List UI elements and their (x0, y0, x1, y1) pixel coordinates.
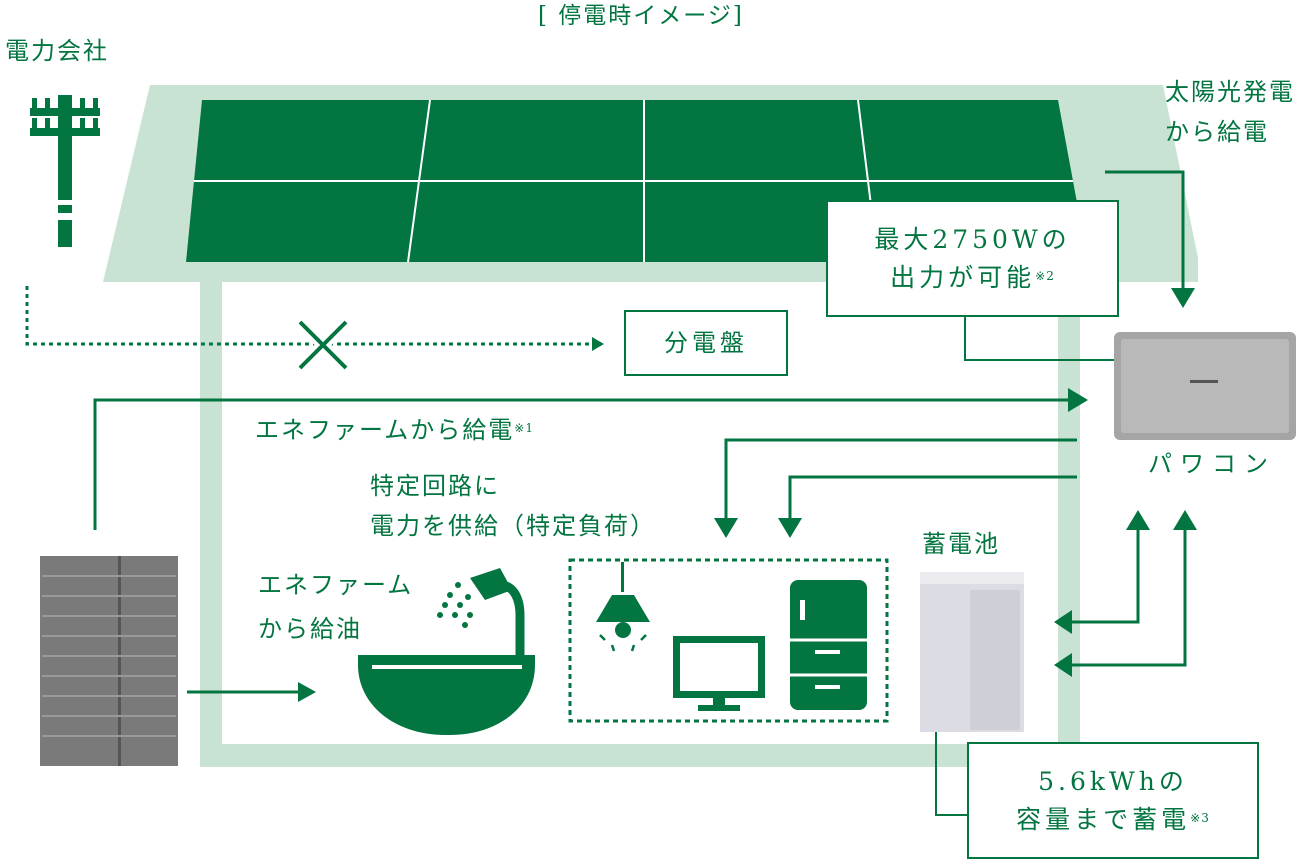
enefarm-supply-text: エネファームから給電 (255, 416, 515, 444)
distribution-board-label: 分電盤 (664, 329, 748, 357)
storage-battery-image (920, 572, 1024, 732)
enefarm-unit-image (40, 556, 178, 766)
capacity-line1: 5.6kWhの (1038, 766, 1188, 796)
enefarm-water-label: エネファームから給油 (258, 563, 413, 651)
tv-icon (673, 636, 765, 711)
enefarm-supply-note: ※1 (514, 421, 534, 435)
grid-power-line-cut (25, 286, 598, 346)
solar-label: 太陽光発電から給電 (1165, 72, 1295, 152)
power-conditioner-image (1114, 332, 1296, 440)
enefarm-water-line1: エネファーム (258, 571, 414, 599)
lamp-icon (596, 562, 650, 652)
enefarm-supply-label: エネファームから給電※1 (255, 412, 534, 448)
specific-load-label: 特定回路に電力を供給（特定負荷） (370, 466, 656, 546)
capacity-note: ※3 (1190, 810, 1210, 825)
enefarm-water-line2: から給油 (258, 615, 362, 643)
pcs-label: パワコン (1148, 450, 1276, 478)
pcs-to-load-arrow-1 (724, 438, 1077, 522)
solar-to-pcs-arrow (1105, 170, 1185, 292)
max-output-callout: 最大2750Wの出力が可能※2 (826, 200, 1119, 317)
pcs-to-load-arrow-2 (788, 475, 1077, 522)
utility-pole-icon (30, 95, 100, 247)
specific-line2: 電力を供給（特定負荷） (370, 512, 656, 540)
specific-load-area (568, 558, 889, 723)
enefarm-to-pcs-arrow (93, 398, 1075, 530)
distribution-board-box: 分電盤 (624, 310, 788, 376)
bathtub-shower-icon (358, 568, 535, 735)
utility-label: 電力会社 (5, 37, 109, 65)
max-output-line2: 出力が可能 (890, 262, 1036, 292)
specific-line1: 特定回路に (370, 472, 500, 500)
battery-pcs-arrow-2 (1068, 525, 1187, 667)
capacity-line2: 容量まで蓄電 (1016, 804, 1191, 834)
solar-label-line1: 太陽光発電 (1165, 78, 1295, 106)
diagram-title: [ 停電時イメージ] (538, 3, 744, 29)
capacity-callout: 5.6kWhの容量まで蓄電※3 (967, 742, 1259, 859)
battery-pcs-arrow-1 (1068, 525, 1140, 624)
solar-label-line2: から給電 (1165, 118, 1269, 146)
battery-label: 蓄電池 (922, 530, 1000, 558)
max-output-line1: 最大2750Wの (874, 224, 1071, 254)
refrigerator-icon (790, 580, 867, 710)
max-output-note: ※2 (1035, 268, 1055, 283)
